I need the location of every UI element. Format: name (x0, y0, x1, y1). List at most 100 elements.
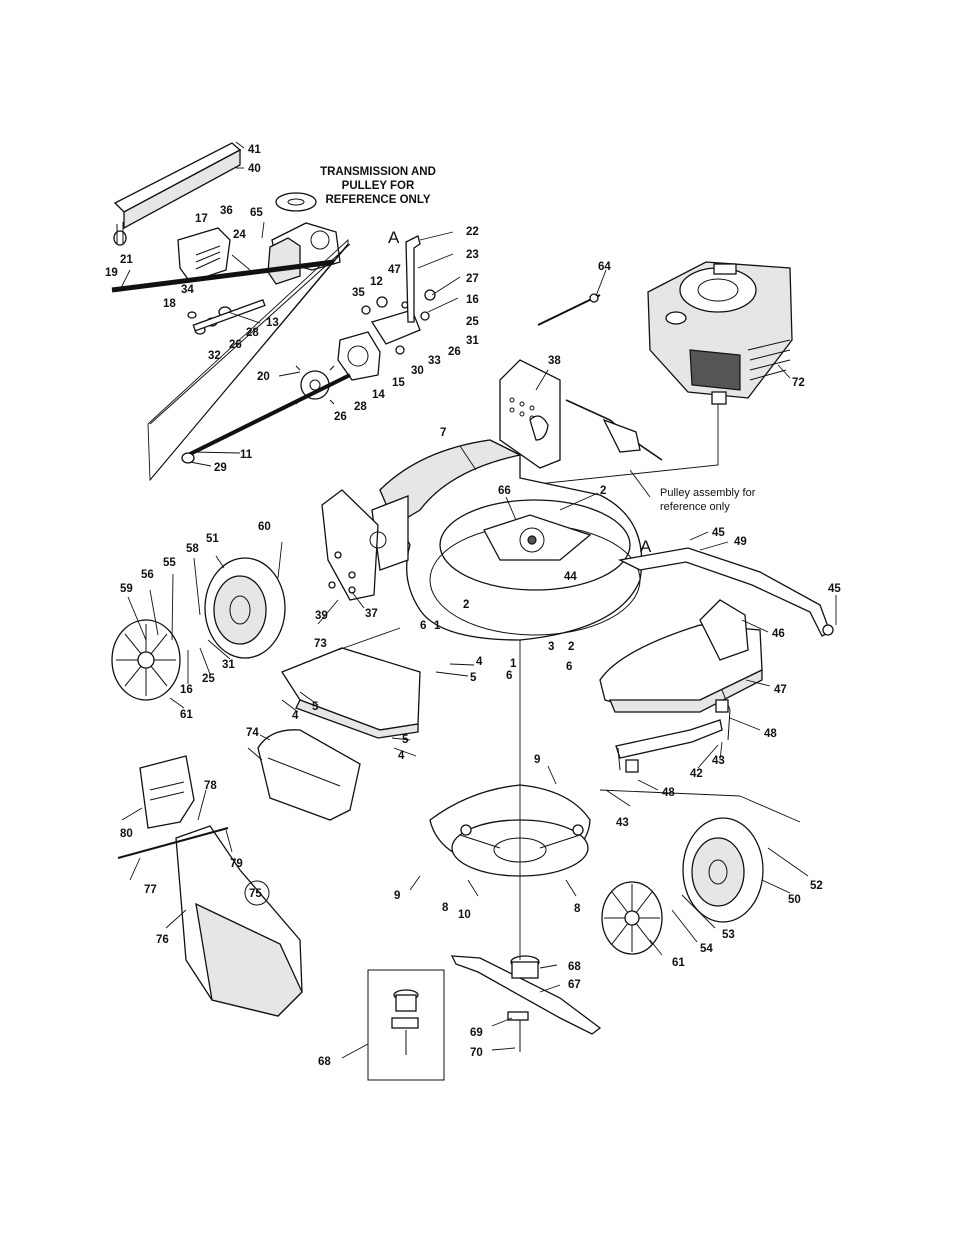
callout: 72 (792, 377, 805, 389)
callout: 4 (292, 710, 299, 722)
drive-gear-group (181, 331, 381, 464)
callout: 68 (568, 961, 581, 973)
blade-icon (450, 640, 602, 1052)
callout: 68 (318, 1056, 331, 1068)
deck-side-bracket (321, 489, 387, 601)
callout: 43 (712, 755, 725, 767)
callout: 2 (568, 641, 574, 653)
throttle-control (565, 399, 663, 461)
adapter-inset (367, 969, 445, 1081)
callout: 29 (214, 462, 227, 474)
callout: 69 (470, 1027, 483, 1039)
callout: 66 (498, 485, 511, 497)
callout: 77 (144, 884, 157, 896)
callout: 21 (120, 254, 133, 266)
callout: 47 (774, 684, 787, 696)
callout: 74 (246, 727, 259, 739)
callout: 31 (466, 335, 479, 347)
callout: 25 (466, 316, 479, 328)
callout: 28 (246, 327, 259, 339)
callout: 42 (690, 768, 703, 780)
callout: 20 (257, 371, 270, 383)
svg-text:PULLEY FOR: PULLEY FOR (342, 180, 415, 192)
callout: 4 (398, 750, 405, 762)
callout: 6 (566, 661, 572, 673)
cable (537, 293, 601, 326)
callout: 37 (365, 608, 378, 620)
callout: 40 (248, 163, 261, 175)
callout: 60 (258, 521, 271, 533)
callout: 39 (315, 610, 328, 622)
callout: 9 (394, 890, 400, 902)
callout: 75 (249, 888, 262, 900)
callout: 47 (388, 264, 401, 276)
callout: 41 (248, 144, 261, 156)
callout: 52 (810, 880, 823, 892)
callout: 6 (506, 670, 512, 682)
callout: 8 (574, 903, 581, 915)
callout: 55 (163, 557, 176, 569)
callout: 30 (411, 365, 424, 377)
callout: 32 (208, 350, 221, 362)
callout: 2 (463, 599, 469, 611)
callout: 1 (434, 620, 441, 632)
callout: 38 (548, 355, 561, 367)
callout: 45 (828, 583, 841, 595)
engine-icon (647, 261, 793, 405)
callout: 7 (440, 427, 446, 439)
callout: 15 (392, 377, 405, 389)
callout: 3 (548, 641, 554, 653)
callout: 48 (662, 787, 675, 799)
callout: 67 (568, 979, 581, 991)
callout: 61 (180, 709, 193, 721)
callout: 58 (186, 543, 199, 555)
mower-deck-icon (371, 439, 643, 641)
leader-lines (119, 141, 837, 1059)
callout: 54 (700, 943, 713, 955)
callout: 43 (616, 817, 629, 829)
callout: 46 (772, 628, 785, 640)
callout: 33 (428, 355, 441, 367)
callout: 13 (266, 317, 279, 329)
callout: 34 (181, 284, 194, 296)
callout: 26 (229, 339, 242, 351)
svg-text:REFERENCE ONLY: REFERENCE ONLY (325, 194, 430, 206)
callout: 70 (470, 1047, 483, 1059)
callout: 18 (163, 298, 176, 310)
transmission-note: TRANSMISSION AND PULLEY FOR REFERENCE ON… (320, 166, 436, 206)
callout: 6 (420, 620, 426, 632)
callout: 2 (600, 485, 606, 497)
callout: 59 (120, 583, 133, 595)
callout: 19 (105, 267, 118, 279)
callout: 76 (156, 934, 169, 946)
callout: 12 (370, 276, 383, 288)
callout: 51 (206, 533, 219, 545)
callout: 65 (250, 207, 263, 219)
callout: 45 (712, 527, 725, 539)
callout: 22 (466, 226, 479, 238)
callout: 5 (470, 672, 477, 684)
callout: 36 (220, 205, 233, 217)
blade-housing (429, 784, 591, 877)
callout: 56 (141, 569, 154, 581)
callout: 44 (564, 571, 577, 583)
grass-bag-icon (117, 755, 303, 1017)
svg-text:TRANSMISSION AND: TRANSMISSION AND (320, 166, 436, 178)
callout: 50 (788, 894, 801, 906)
spring-bracket (177, 227, 231, 283)
callout: 64 (598, 261, 611, 273)
callout: 26 (334, 411, 347, 423)
callout: 23 (466, 249, 479, 261)
rear-axle-enclosure (111, 238, 351, 482)
callout: 16 (180, 684, 193, 696)
handle-assembly (599, 547, 834, 773)
callout: 10 (458, 909, 471, 921)
wheel-icon (111, 557, 286, 701)
callout: 26 (448, 346, 461, 358)
callout: 16 (466, 294, 479, 306)
callout: 14 (372, 389, 385, 401)
callout: 17 (195, 213, 208, 225)
callout: 48 (764, 728, 777, 740)
callout: 4 (476, 656, 483, 668)
